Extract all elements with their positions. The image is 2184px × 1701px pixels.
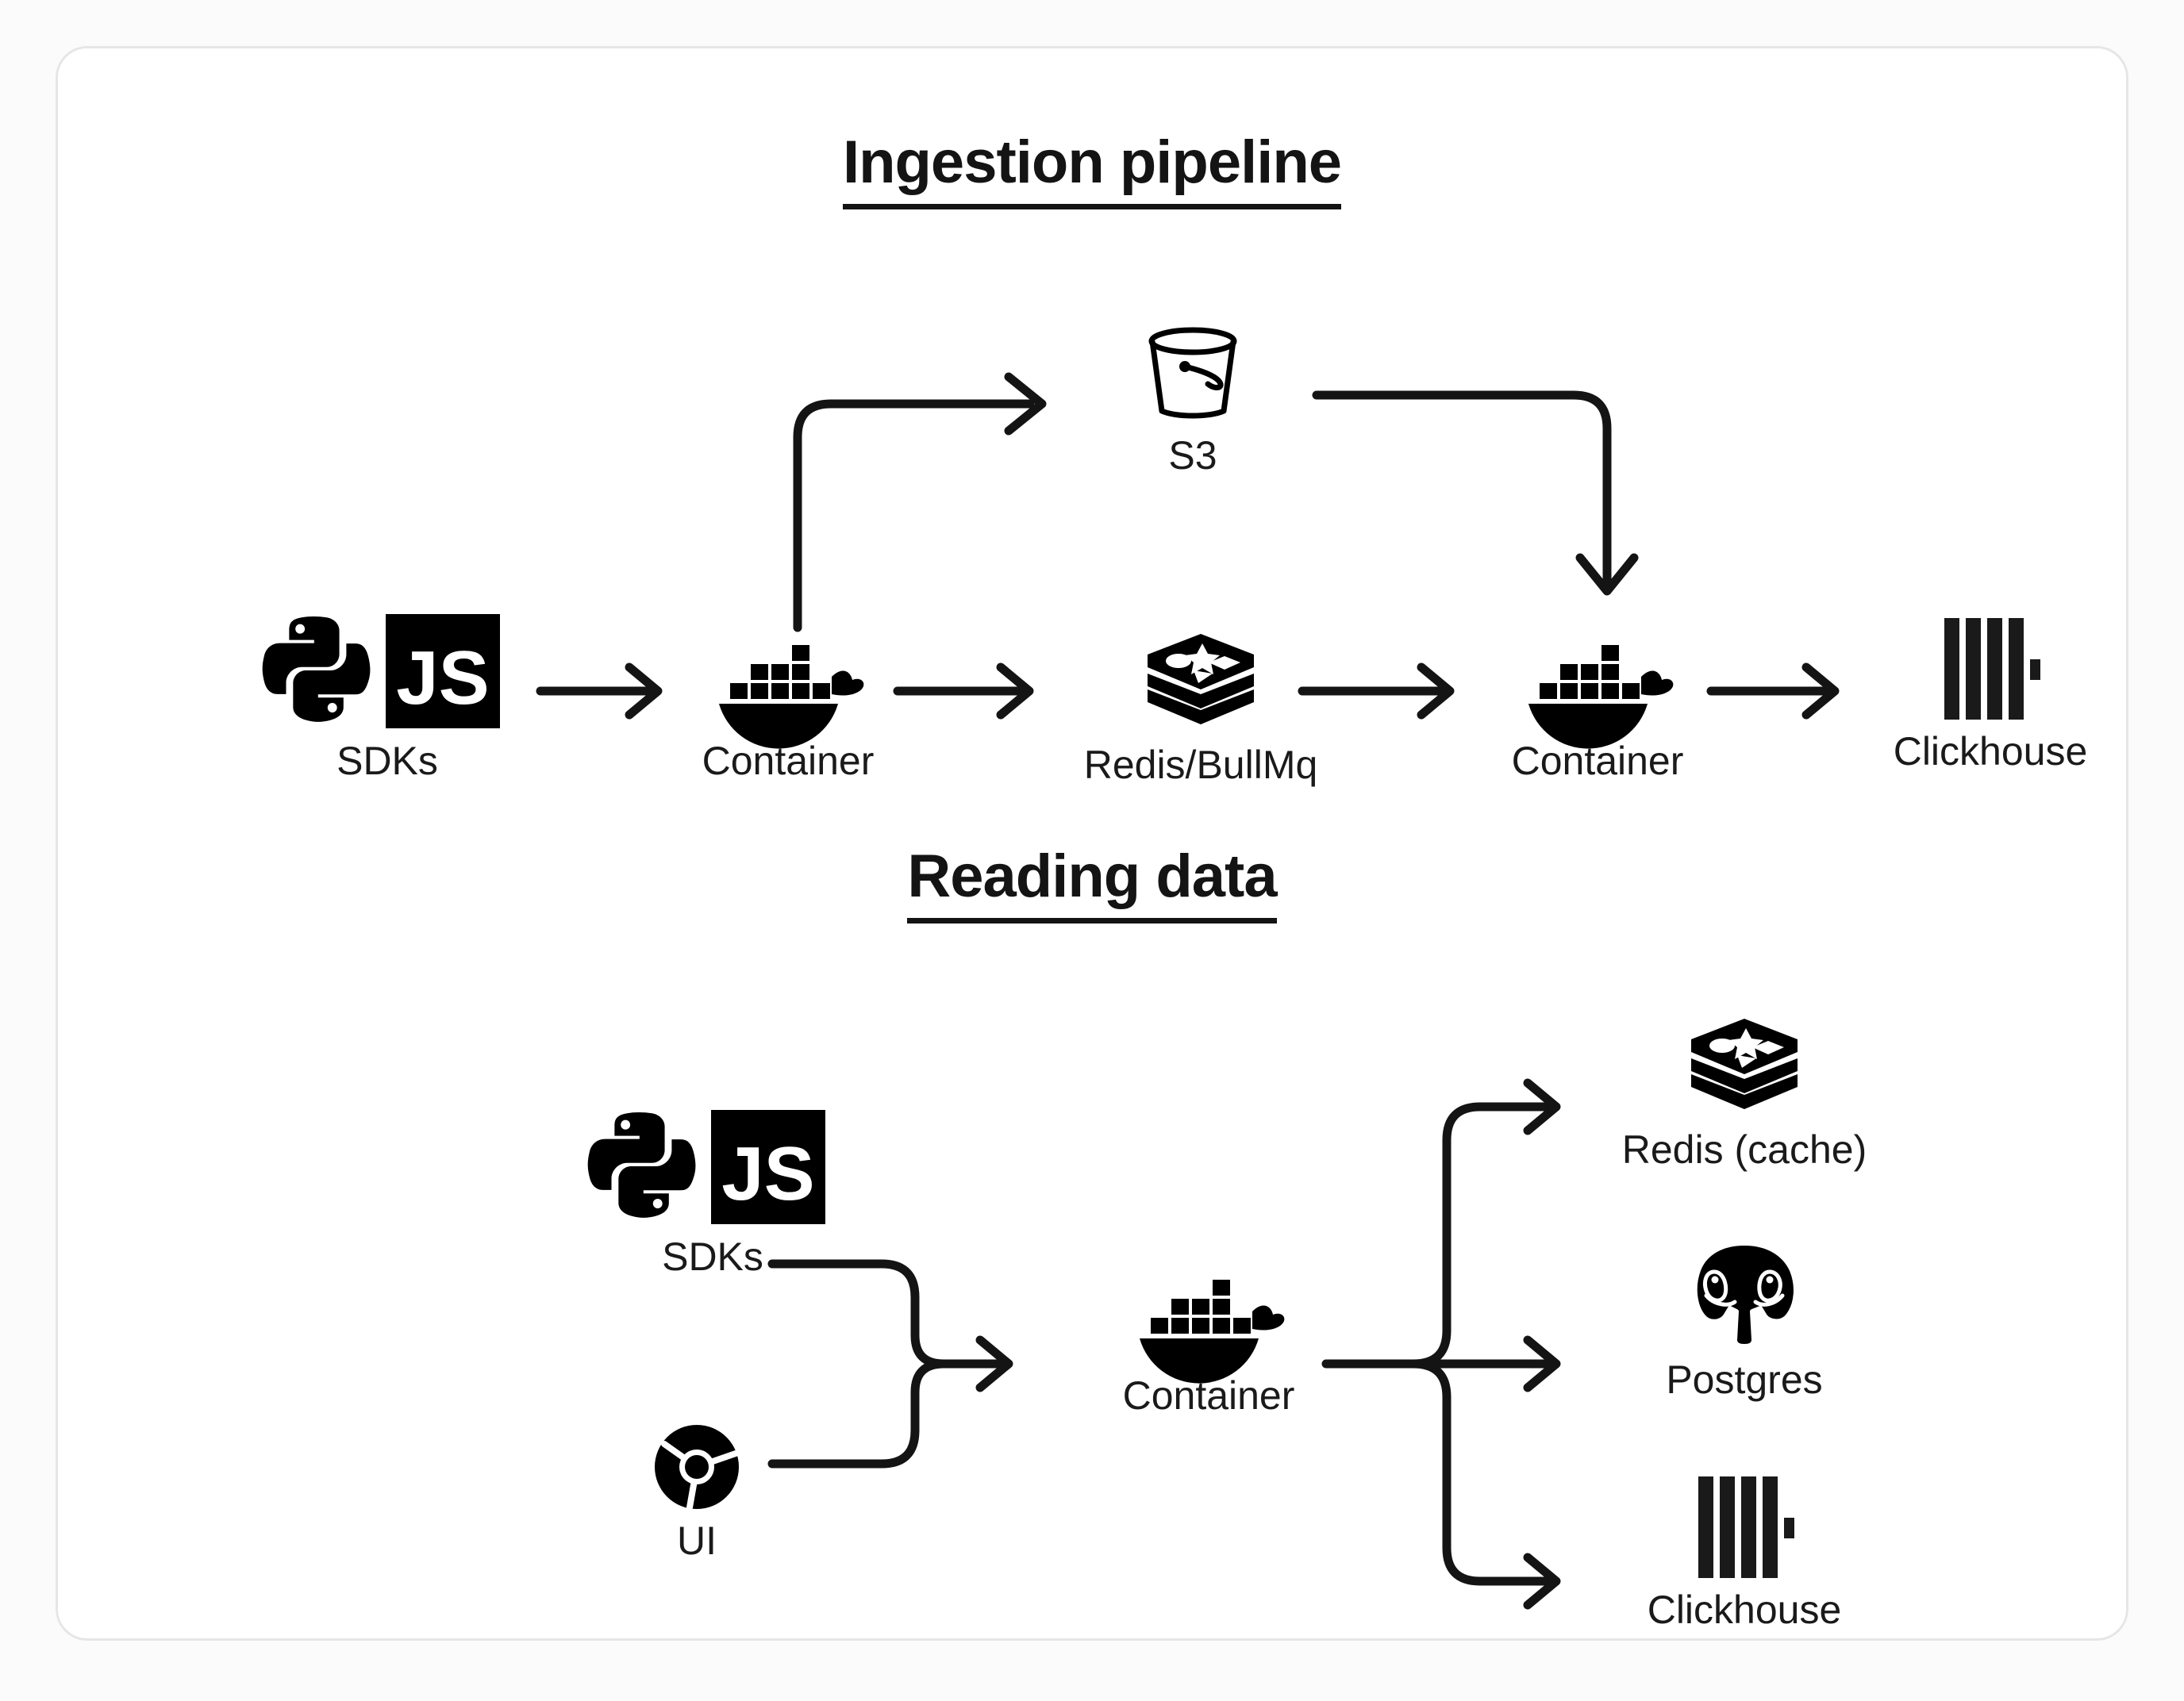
node-container-3-label: Container bbox=[1122, 1373, 1295, 1418]
section-title-ingestion: Ingestion pipeline bbox=[58, 128, 2126, 209]
clickhouse-bars-icon bbox=[1695, 1476, 1794, 1580]
s3-bucket-icon bbox=[1141, 322, 1244, 425]
node-sdks[interactable]: JS SDKs bbox=[256, 612, 518, 785]
diagram-card: Ingestion pipeline bbox=[56, 46, 2128, 1641]
arrow-container1-to-redis bbox=[893, 662, 1034, 720]
redis-stack-icon bbox=[1141, 628, 1260, 735]
redis-stack-icon bbox=[1685, 1012, 1804, 1119]
node-sdks-label: SDKs bbox=[336, 739, 438, 783]
docker-whale-icon bbox=[713, 635, 864, 749]
node-clickhouse[interactable]: Clickhouse bbox=[1855, 618, 2125, 775]
node-sdks-2-label: SDKs bbox=[662, 1234, 763, 1279]
section-title-reading-text: Reading data bbox=[907, 843, 1278, 923]
node-container-1-label: Container bbox=[702, 739, 875, 783]
section-title-ingestion-text: Ingestion pipeline bbox=[842, 129, 1342, 209]
node-clickhouse-2-label: Clickhouse bbox=[1647, 1588, 1842, 1632]
node-container-3[interactable]: Container bbox=[1105, 1270, 1312, 1419]
node-sdks-2[interactable]: JS SDKs bbox=[582, 1108, 844, 1281]
python-js-sdk-icon: JS bbox=[586, 1108, 840, 1227]
node-redis-bullmq[interactable]: Redis/BullMq bbox=[1034, 628, 1367, 789]
node-postgres[interactable]: Postgres bbox=[1617, 1238, 1871, 1403]
node-container-1[interactable]: Container bbox=[685, 635, 891, 785]
chrome-browser-icon bbox=[653, 1423, 740, 1511]
node-redis-cache[interactable]: Redis (cache) bbox=[1570, 1012, 1919, 1173]
node-ui[interactable]: UI bbox=[625, 1423, 768, 1565]
python-js-sdk-icon: JS bbox=[260, 612, 514, 731]
node-clickhouse-label: Clickhouse bbox=[1893, 729, 2088, 774]
node-postgres-label: Postgres bbox=[1666, 1357, 1823, 1402]
section-title-reading: Reading data bbox=[58, 842, 2126, 923]
postgres-elephant-icon bbox=[1687, 1238, 1802, 1350]
connector-container1-to-s3 bbox=[793, 372, 1047, 632]
svg-text:JS: JS bbox=[721, 1131, 814, 1216]
clickhouse-bars-icon bbox=[1941, 618, 2040, 721]
node-s3-label: S3 bbox=[1168, 433, 1217, 478]
node-redis-bullmq-label: Redis/BullMq bbox=[1083, 743, 1318, 787]
svg-text:JS: JS bbox=[396, 635, 489, 720]
arrow-sdks-to-container1 bbox=[536, 662, 663, 720]
docker-whale-icon bbox=[1133, 1270, 1285, 1384]
node-s3[interactable]: S3 bbox=[1113, 322, 1272, 479]
arrow-container2-to-clickhouse bbox=[1706, 662, 1840, 720]
connector-s3-to-container2 bbox=[1312, 390, 1639, 596]
docker-whale-icon bbox=[1522, 635, 1674, 749]
node-redis-cache-label: Redis (cache) bbox=[1621, 1127, 1867, 1172]
node-container-2[interactable]: Container bbox=[1494, 635, 1701, 785]
node-ui-label: UI bbox=[677, 1519, 717, 1563]
node-container-2-label: Container bbox=[1511, 739, 1684, 783]
node-clickhouse-2[interactable]: Clickhouse bbox=[1609, 1476, 1879, 1634]
